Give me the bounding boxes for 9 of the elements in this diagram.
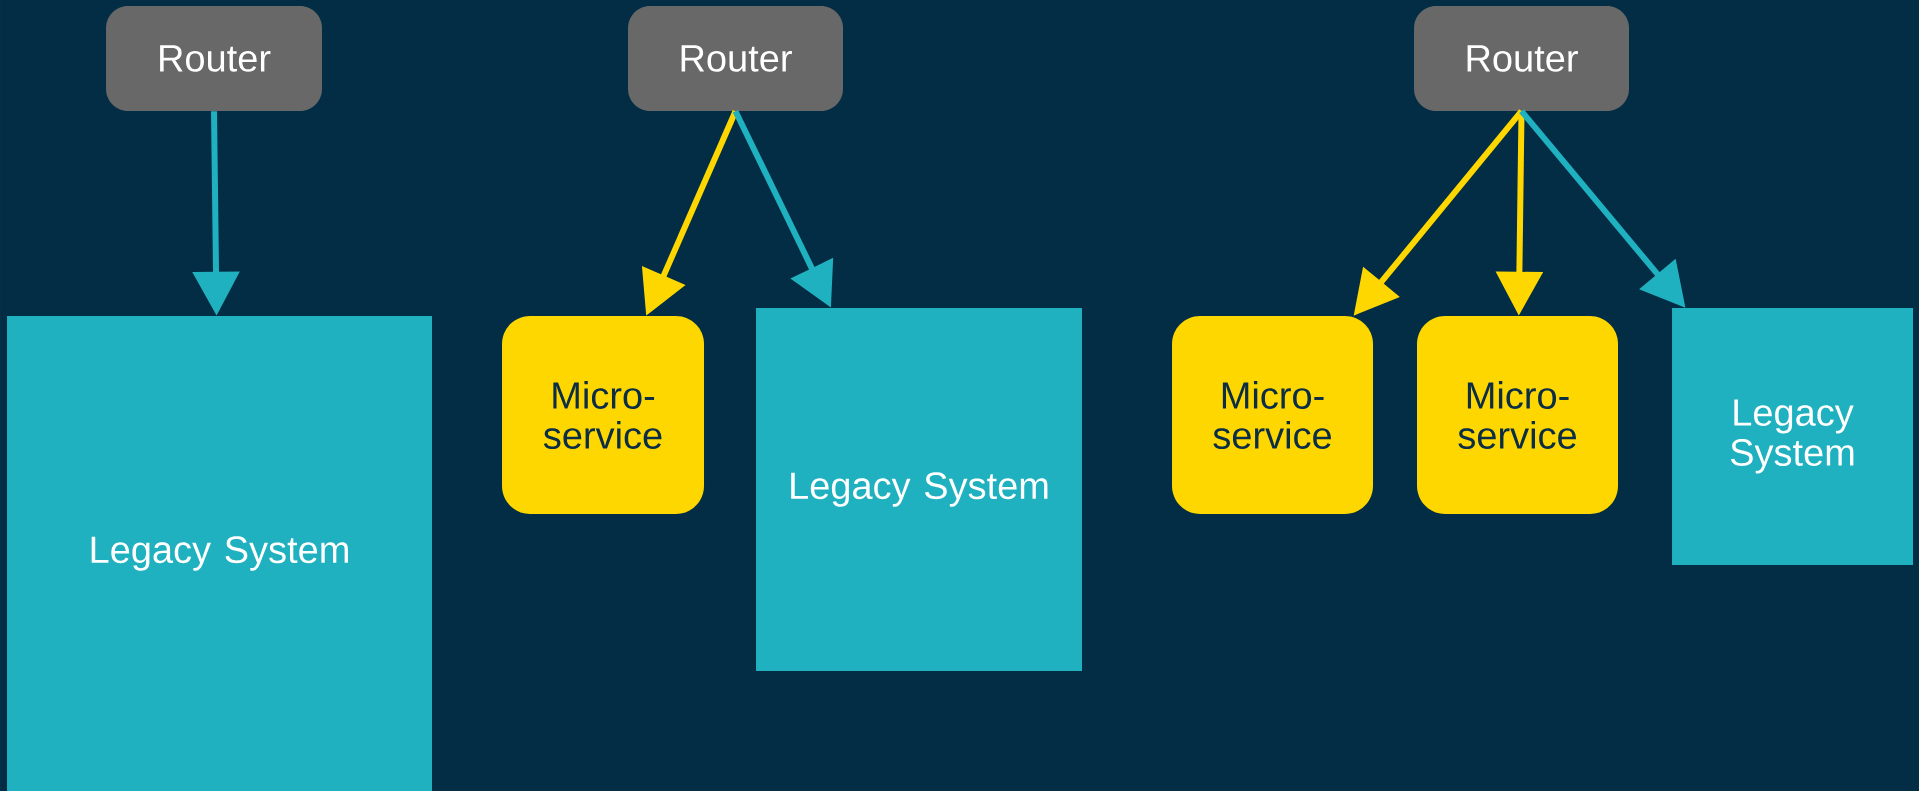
legacy-system-box: Legacy System [756, 308, 1082, 671]
router-box: Router [1414, 6, 1629, 111]
router-box: Router [106, 6, 322, 111]
microservice-box: Micro- service [502, 316, 704, 514]
microservice-box: Micro- service [1172, 316, 1373, 514]
legacy-system-box: Legacy System [7, 316, 432, 791]
legacy-system-box: Legacy System [1672, 308, 1913, 565]
microservice-box: Micro- service [1417, 316, 1618, 514]
router-box: Router [628, 6, 843, 111]
